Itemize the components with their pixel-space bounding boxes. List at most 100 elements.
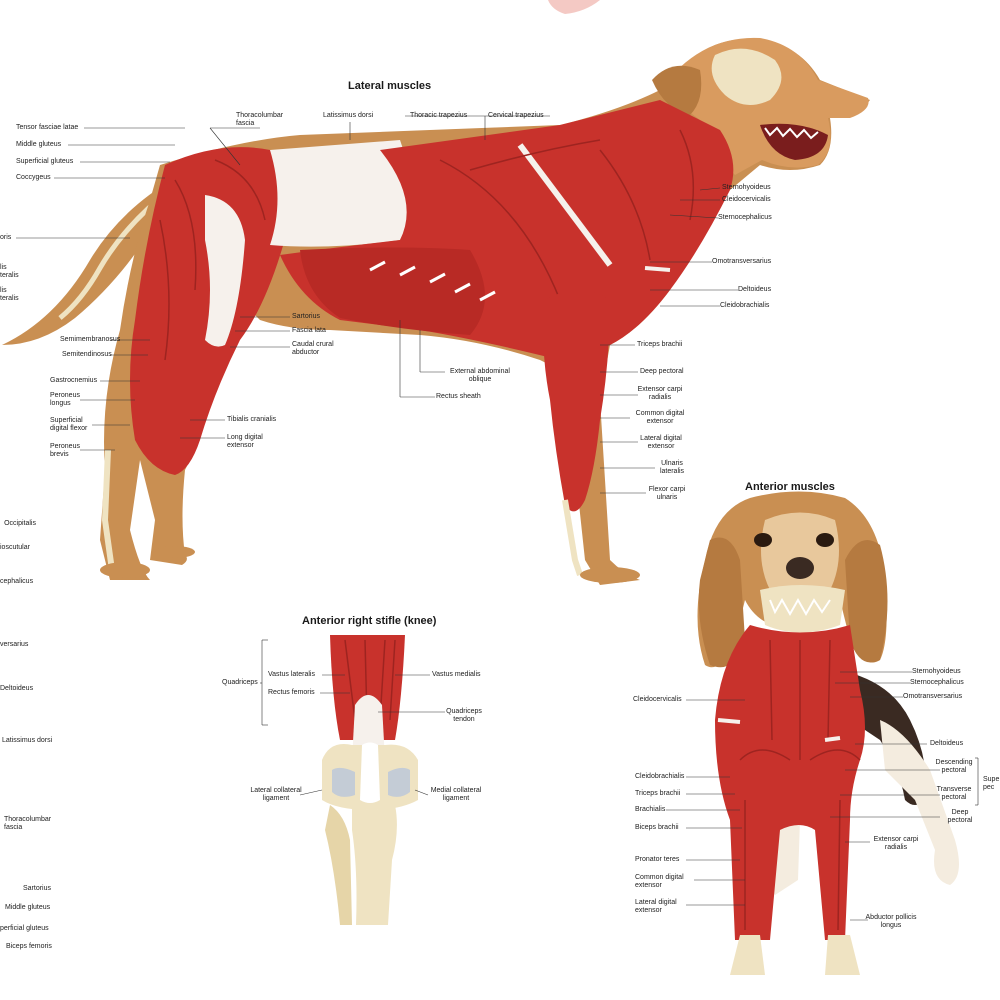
label-latissimus-dorsi: Latissimus dorsi xyxy=(323,112,374,119)
ant-label-extensor-carpi-radialis: Extensor carpi radialis xyxy=(873,836,919,851)
label-cervical-trapezius: Cervical trapezius xyxy=(488,112,544,119)
ant-label-biceps-brachii: Biceps brachii xyxy=(635,824,679,831)
left-label-biceps-femoris: Biceps femoris xyxy=(6,943,52,950)
anterior-paw-bones xyxy=(730,935,860,975)
ant-label-cleidobrachialis: Cleidobrachialis xyxy=(635,773,685,780)
hindlimb-bones xyxy=(101,449,115,571)
label-cut-oris: oris xyxy=(0,234,12,241)
external-abdominal-oblique-muscle xyxy=(300,247,485,335)
left-label-occipitalis: Occipitalis xyxy=(4,520,36,527)
label-medial-collateral-ligament: Medial collateral ligament xyxy=(430,787,482,802)
lateral-teeth xyxy=(764,126,819,140)
label-tensor-fasciae-latae: Tensor fasciae latae xyxy=(16,124,79,131)
label-cut-teralis-b: teralis xyxy=(0,295,19,302)
label-coccygeus: Coccygeus xyxy=(16,174,51,181)
left-label-middle-gluteus: Middle gluteus xyxy=(5,904,51,911)
label-semimembranosus: Semimembranosus xyxy=(60,336,121,343)
label-vastus-lateralis: Vastus lateralis xyxy=(268,671,315,678)
left-label-thoracolumbar-fascia: Thoracolumbar fascia xyxy=(4,816,52,831)
label-fascia-lata: Fascia lata xyxy=(292,327,326,334)
anterior-hind-leg xyxy=(880,720,959,885)
anterior-fibers xyxy=(739,639,861,931)
label-superficial-gluteus: Superficial gluteus xyxy=(16,158,74,165)
lateral-dog-figure xyxy=(2,37,870,585)
scapular-spine xyxy=(517,143,613,267)
tibia-bone xyxy=(352,805,397,925)
top-corner-decoration xyxy=(548,0,600,14)
thoracolumbar-fascia-area xyxy=(270,140,420,247)
stifle-leader-lines xyxy=(260,639,445,796)
label-superficial-digital-flexor: Superficial digital flexor xyxy=(50,417,88,432)
label-extensor-carpi-radialis: Extensor carpi radialis xyxy=(637,386,683,401)
stifle-figure xyxy=(322,635,418,925)
forelimb-bones xyxy=(562,499,583,576)
rear-paw-far xyxy=(155,546,195,558)
label-sternocephalicus: Sternocephalicus xyxy=(718,214,772,221)
stifle-quadriceps xyxy=(330,635,405,740)
ant-label-abductor-pollicis-longus: Abductor pollicis longus xyxy=(865,914,917,929)
label-deep-pectoral: Deep pectoral xyxy=(640,368,684,375)
ant-label-transverse-pectoral: Transverse pectoral xyxy=(936,786,972,801)
left-eye xyxy=(754,533,772,547)
lateral-leader-lines xyxy=(16,115,738,494)
ant-label-triceps-brachii: Triceps brachii xyxy=(635,790,681,797)
label-cut-lis-b: lis xyxy=(0,287,7,294)
label-semitendinosus: Semitendinosus xyxy=(62,351,112,358)
lateral-ear xyxy=(652,65,702,115)
label-tibialis-cranialis: Tibialis cranialis xyxy=(227,416,277,423)
label-peroneus-brevis: Peroneus brevis xyxy=(50,443,80,458)
label-quadriceps: Quadriceps xyxy=(222,679,258,686)
label-cut-lis-a: lis xyxy=(0,264,7,271)
label-cleidocervicalis: Cleidocervicalis xyxy=(722,196,771,203)
left-label-superficial-gluteus: perficial gluteus xyxy=(0,925,49,932)
anterior-muscles-title: Anterior muscles xyxy=(745,481,835,493)
ant-label-descending-pectoral: Descending pectoral xyxy=(935,759,973,774)
rear-paw xyxy=(100,562,150,578)
ant-label-omotransversarius: Omotransversarius xyxy=(903,693,963,700)
label-rectus-sheath: Rectus sheath xyxy=(436,393,481,400)
label-sternohyoideus: Sternohyoideus xyxy=(722,184,771,191)
left-label-versarius: versarius xyxy=(0,641,29,648)
ant-label-deep-pectoral: Deep pectoral xyxy=(947,809,973,824)
label-thoracolumbar-fascia: Thoracolumbar fascia xyxy=(236,112,284,127)
label-caudal-crural-abductor: Caudal crural abductor xyxy=(292,341,334,356)
anterior-dog-figure xyxy=(697,491,959,975)
ant-label-cleidocervicalis: Cleidocervicalis xyxy=(633,696,682,703)
ant-label-brachialis: Brachialis xyxy=(635,806,666,813)
label-middle-gluteus: Middle gluteus xyxy=(16,141,62,148)
left-label-latissimus-dorsi: Latissimus dorsi xyxy=(2,737,53,744)
lateral-mouth xyxy=(760,123,828,160)
hindlimb-fibers xyxy=(159,159,266,361)
trunk-fibers xyxy=(439,129,695,301)
ant-label-sternohyoideus: Sternohyoideus xyxy=(912,668,961,675)
ant-label-common-digital-extensor: Common digital extensor xyxy=(635,874,684,889)
quadriceps-tendon-shape xyxy=(352,695,385,760)
ant-label-superficial-pectoral-cut: Supe pec xyxy=(983,776,1000,791)
front-paw xyxy=(580,567,640,583)
ant-label-sternocephalicus: Sternocephalicus xyxy=(910,679,964,686)
patellar-ligament xyxy=(360,742,380,803)
label-triceps-brachii: Triceps brachii xyxy=(637,341,683,348)
fascia-lata-band xyxy=(205,195,245,347)
rib-slips xyxy=(369,260,496,302)
label-thoracic-trapezius: Thoracic trapezius xyxy=(410,112,468,119)
anterior-leader-lines xyxy=(666,671,979,921)
label-cleidobrachialis: Cleidobrachialis xyxy=(720,302,770,309)
anterior-teeth xyxy=(769,597,831,617)
label-deltoideus: Deltoideus xyxy=(738,286,772,293)
label-quadriceps-tendon: Quadriceps tendon xyxy=(446,708,482,723)
omotransversarius-tendon xyxy=(644,266,671,272)
label-ulnaris-lateralis: Ulnaris lateralis xyxy=(659,460,685,475)
label-common-digital-extensor: Common digital extensor xyxy=(635,410,685,425)
label-gastrocnemius: Gastrocnemius xyxy=(50,377,98,384)
label-sartorius: Sartorius xyxy=(292,313,321,320)
quadriceps-fibers xyxy=(344,639,396,721)
left-label-sartorius: Sartorius xyxy=(23,885,52,892)
skull-bone xyxy=(711,48,782,105)
ant-label-lateral-digital-extensor: Lateral digital extensor xyxy=(635,899,677,914)
lateral-forelimb-muscles xyxy=(543,290,610,512)
lateral-muscles-title: Lateral muscles xyxy=(348,80,432,92)
fibula-bone xyxy=(325,805,352,925)
left-label-cephalicus: cephalicus xyxy=(0,578,34,585)
label-rectus-femoris: Rectus femoris xyxy=(268,689,315,696)
